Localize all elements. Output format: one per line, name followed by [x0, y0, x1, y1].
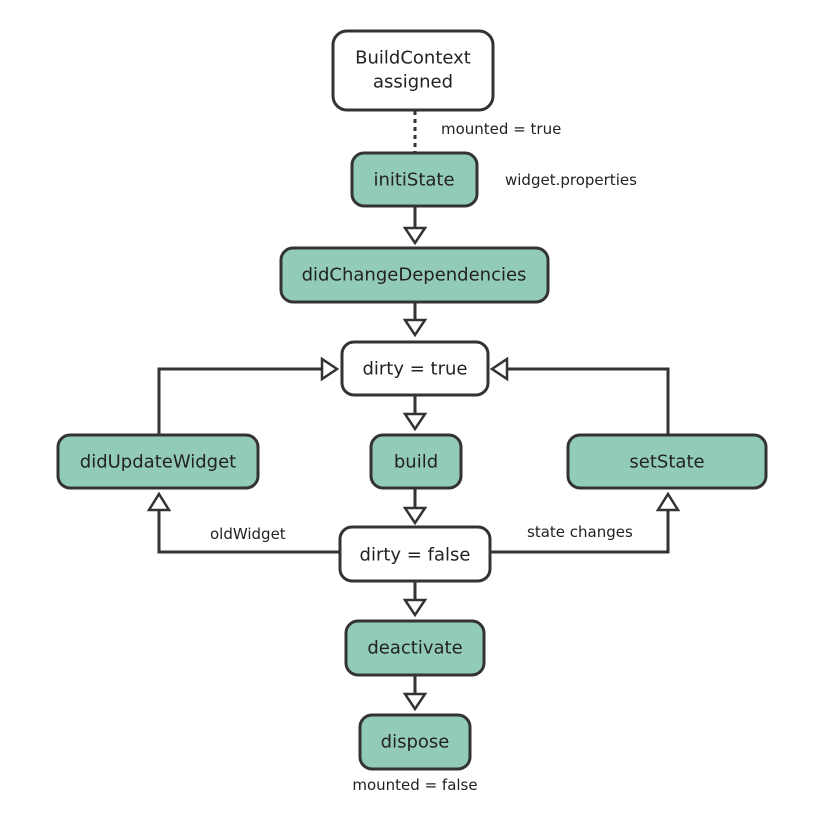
node-didupdatewidget-label: didUpdateWidget	[80, 452, 236, 473]
arrowhead-dirtytrue-right	[489, 356, 509, 382]
node-setstate: setState	[566, 433, 768, 490]
arrowhead-didupdate	[146, 491, 172, 512]
node-dispose: dispose	[358, 713, 472, 771]
label-state-changes: state changes	[527, 523, 633, 541]
edge-didupdate-to-dirtytrue	[157, 367, 322, 434]
edge-dirtyfalse-to-didupdate	[157, 510, 340, 554]
arrowhead-build	[402, 412, 428, 432]
node-dirty-false-label: dirty = false	[360, 545, 471, 566]
arrowhead-didchange	[402, 226, 428, 246]
node-initstate-label: initiState	[373, 170, 454, 191]
node-didchangedependencies-label: didChangeDependencies	[302, 265, 527, 286]
node-deactivate: deactivate	[344, 619, 486, 677]
arrowhead-dirtytrue-left	[320, 356, 340, 382]
label-mounted-true: mounted = true	[441, 120, 561, 138]
arrowhead-deactivate	[402, 598, 428, 618]
node-didupdatewidget: didUpdateWidget	[56, 433, 260, 490]
arrowhead-dirtyfalse	[402, 506, 428, 526]
label-old-widget: oldWidget	[210, 525, 286, 543]
node-buildcontext: BuildContext assigned	[331, 29, 495, 112]
node-dispose-label: dispose	[381, 732, 450, 753]
node-deactivate-label: deactivate	[367, 638, 462, 659]
node-build-label: build	[394, 452, 438, 473]
arrowhead-setstate	[655, 491, 681, 512]
edge-setstate-to-dirtytrue	[507, 367, 670, 434]
label-widget-properties: widget.properties	[505, 171, 637, 189]
node-buildcontext-line1: BuildContext	[355, 48, 471, 69]
node-dirty-true: dirty = true	[340, 340, 490, 397]
node-didchangedependencies: didChangeDependencies	[279, 246, 550, 304]
arrowhead-dispose	[402, 692, 428, 712]
node-initstate: initiState	[350, 151, 479, 208]
arrowhead-dirtytrue-top	[402, 318, 428, 338]
edge-dirtyfalse-to-setstate	[490, 510, 670, 554]
node-build: build	[369, 433, 463, 490]
node-buildcontext-line2: assigned	[373, 72, 453, 93]
label-mounted-false: mounted = false	[352, 776, 477, 794]
node-dirty-false: dirty = false	[338, 525, 492, 583]
node-dirty-true-label: dirty = true	[362, 359, 467, 380]
node-setstate-label: setState	[629, 452, 704, 473]
